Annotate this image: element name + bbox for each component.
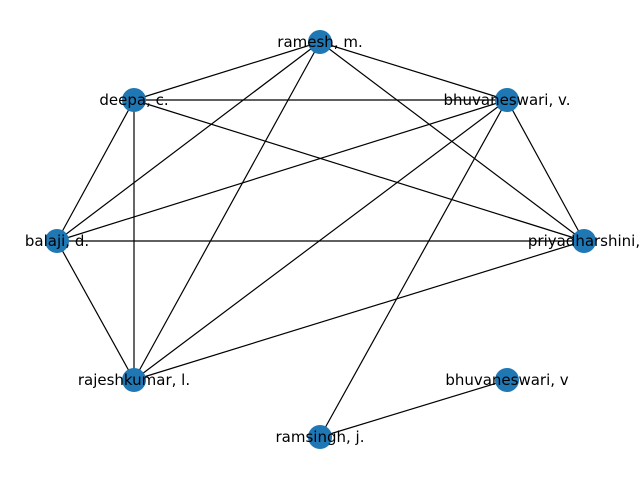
- node-label-ramesh: ramesh, m.: [277, 33, 362, 51]
- edge-ramesh-deepa: [133, 41, 321, 101]
- edge-ramesh-balaji: [56, 41, 321, 242]
- edges-layer: [56, 41, 585, 438]
- node-label-deepa: deepa, c.: [99, 91, 168, 109]
- edge-bhuvaneswari_v_dot-ramsingh: [319, 99, 508, 438]
- node-label-rajeshkumar: rajeshkumar, l.: [78, 371, 190, 389]
- node-label-priyadharshini: priyadharshini,: [528, 232, 640, 250]
- edge-bhuvaneswari_v_dot-balaji: [56, 99, 508, 242]
- nodes-layer: [45, 30, 596, 449]
- edge-bhuvaneswari_v-ramsingh: [319, 379, 508, 438]
- node-bhuvaneswari_v: [495, 368, 519, 392]
- edge-deepa-balaji: [56, 99, 135, 242]
- node-priyadharshini: [572, 229, 596, 253]
- edge-deepa-priyadharshini: [133, 99, 585, 242]
- node-label-bhuvaneswari_v: bhuvaneswari, v: [445, 371, 568, 389]
- node-deepa: [122, 88, 146, 112]
- edge-ramesh-bhuvaneswari_v_dot: [319, 41, 508, 101]
- node-label-balaji: balaji, d.: [25, 232, 89, 250]
- edge-priyadharshini-rajeshkumar: [133, 240, 585, 381]
- node-label-ramsingh: ramsingh, j.: [276, 428, 365, 446]
- node-bhuvaneswari_v_dot: [495, 88, 519, 112]
- edge-balaji-rajeshkumar: [56, 240, 135, 381]
- edge-ramesh-rajeshkumar: [133, 41, 321, 381]
- edge-bhuvaneswari_v_dot-rajeshkumar: [133, 99, 508, 381]
- labels-layer: ramesh, m. deepa, c. bhuvaneswari, v. balaj…: [25, 33, 640, 446]
- node-label-bhuvaneswari_v_dot: bhuvaneswari, v.: [444, 91, 571, 109]
- node-rajeshkumar: [122, 368, 146, 392]
- node-ramesh: [308, 30, 332, 54]
- edge-bhuvaneswari_v_dot-priyadharshini: [506, 99, 585, 242]
- node-ramsingh: [308, 425, 332, 449]
- node-balaji: [45, 229, 69, 253]
